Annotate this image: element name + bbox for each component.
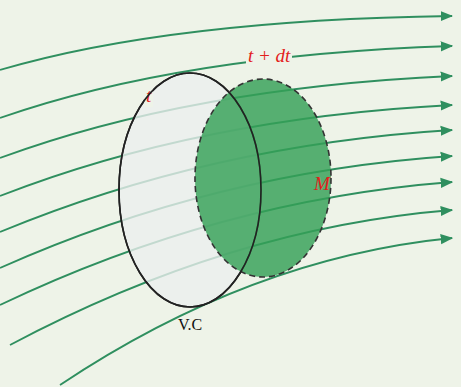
time-label: t + dt — [246, 46, 292, 67]
region-label: M — [312, 174, 332, 195]
ellipse-shape — [195, 79, 331, 277]
ellipse-outline — [119, 73, 261, 307]
time-label: t — [144, 86, 153, 107]
region-label: V.C — [176, 316, 204, 334]
moved-mass-ellipse: t + dtM — [194, 78, 332, 278]
ellipse-outline — [194, 78, 332, 278]
